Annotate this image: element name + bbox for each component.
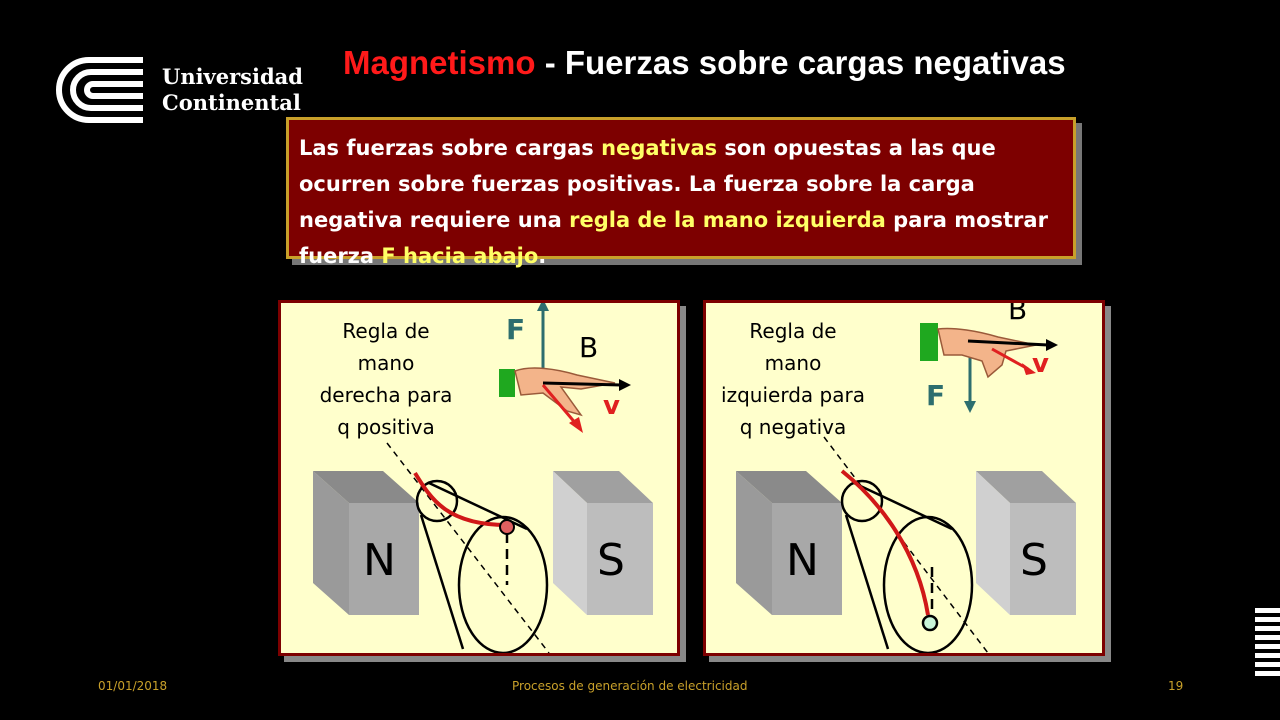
right-hand-diagram (313, 303, 653, 653)
footer-course: Procesos de generación de electricidad (512, 679, 748, 693)
title-rest: - Fuerzas sobre cargas negativas (535, 44, 1066, 81)
page-title: Magnetismo - Fuerzas sobre cargas negati… (343, 44, 1066, 82)
magnet-south (976, 471, 1076, 615)
rule-label-left: Regla de mano izquierda para q negativa (721, 319, 865, 439)
right-hand-rule-panel: Regla de mano derecha para q positiva F … (278, 300, 680, 656)
south-label: S (597, 535, 625, 586)
info-text-1: Las fuerzas sobre cargas (299, 136, 602, 160)
info-highlight-2: regla de la mano izquierda (569, 208, 886, 232)
magnet-north (736, 471, 842, 615)
footer-date: 01/01/2018 (98, 679, 168, 693)
footer-page-number: 19 (1168, 679, 1184, 693)
info-text-2: son opuestas a las que ocurren sobre fue… (299, 136, 996, 232)
left-hand-icon (920, 323, 1037, 379)
left-hand-diagram (736, 323, 1076, 653)
info-text-4: . (538, 244, 547, 268)
info-text-3: para mostrar fuerza (299, 208, 1048, 268)
info-highlight-1: negativas (601, 136, 718, 160)
force-label: F (506, 313, 526, 346)
title-accent: Magnetismo (343, 44, 536, 81)
force-label: F (926, 379, 946, 412)
info-highlight-3: F hacia abajo (381, 244, 539, 268)
info-box: Las fuerzas sobre cargas negativas son o… (286, 117, 1076, 268)
field-label: B (579, 331, 599, 364)
left-hand-rule-panel: Regla de mano izquierda para q negativa … (703, 300, 1105, 656)
magnet-north (313, 471, 419, 615)
right-hand-icon (499, 367, 616, 417)
magnet-south (553, 471, 653, 615)
university-logo-icon (56, 57, 143, 123)
university-name: Universidad Continental (162, 64, 303, 115)
north-label: N (786, 535, 819, 586)
south-label: S (1020, 535, 1048, 586)
decorative-stripes-icon (1255, 608, 1280, 676)
field-label: B (1008, 300, 1028, 326)
velocity-label: v (1032, 349, 1049, 379)
velocity-label: v (603, 391, 620, 421)
rule-label-right: Regla de mano derecha para q positiva (319, 319, 453, 439)
north-label: N (363, 535, 396, 586)
